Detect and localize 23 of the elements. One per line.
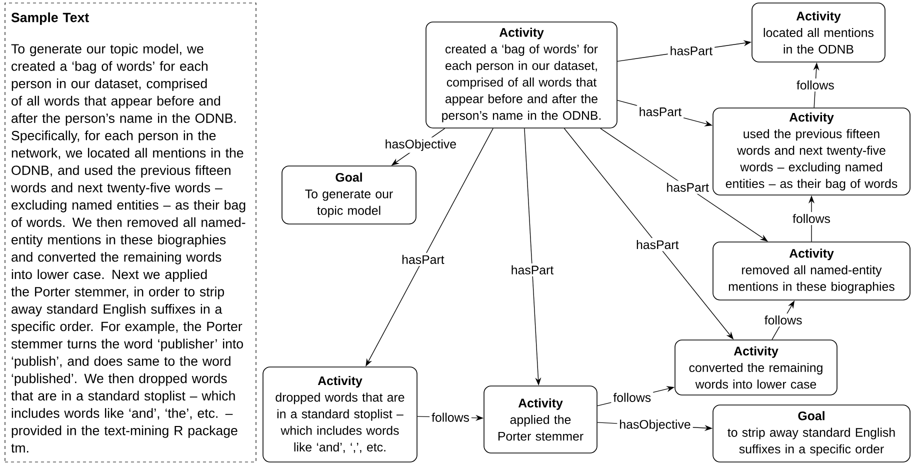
edge-label: hasObjective (617, 418, 693, 434)
activity-box: Activity applied the Porter stemmer (484, 386, 598, 454)
edge-label: hasObjective (382, 137, 459, 153)
activity-box: Activity located all mentions in the ODNB (752, 2, 886, 62)
edge-label: hasPart (664, 180, 711, 194)
activity-box: Activity created a ‘bag of words’ for each person in our dataset, comprised of all words that appear before and after the person’s name in the ODNB. (426, 22, 618, 128)
edge-label: hasPart (636, 105, 684, 118)
edge-label: hasPart (400, 252, 446, 266)
edge-label: follows (790, 212, 832, 226)
edge-label: follows (762, 313, 804, 327)
edge-label: follows (430, 410, 472, 424)
edge-label: follows (794, 78, 836, 92)
edge-label: follows (611, 390, 654, 404)
edge-label: hasPart (668, 44, 715, 58)
goal-box: Goal To generate our topic model (282, 166, 416, 224)
text-panel: Sample Text To generate our topic model, we created a ‘bag of words’ for each person in our dataset, comprised of all words that appear before and after the person’s name in the ODNB. Specifically, for each person in the network, we located all mentions in the ODNB, and used the previous fifteen words and next twenty-five words – excluding named entities – as their bag of words. We then removed all named-entity mentions in these biographies and converted the remaining words into lower case. Next we applied the Porter stemmer, in order to strip away standard English suffixes in a specific order. For example, the Porter stemmer turns the word ‘publisher’ into ‘publish’, and does same to the word ‘published’. We then dropped words that are in a standard stoplist – which includes words like ‘and’, ‘the’, etc. – provided in the text-mining R package tm. (4, 2, 256, 462)
edge-label: hasPart (508, 263, 556, 276)
goal-box: Goal to strip away standard English suffixes in a specific order (712, 404, 910, 462)
activity-box: Activity dropped words that are in a standard stoplist – which includes words like ‘and’, ‘,’, etc. (262, 366, 418, 462)
activity-box: Activity converted the remaining words into lower case (674, 340, 838, 396)
edge-label: hasPart (634, 238, 681, 252)
activity-box: Activity used the previous fifteen words and next twenty-five words – excluding named entities – as their bag of words (712, 108, 910, 196)
activity-box: Activity removed all named-entity mentions in these biographies (712, 242, 910, 300)
